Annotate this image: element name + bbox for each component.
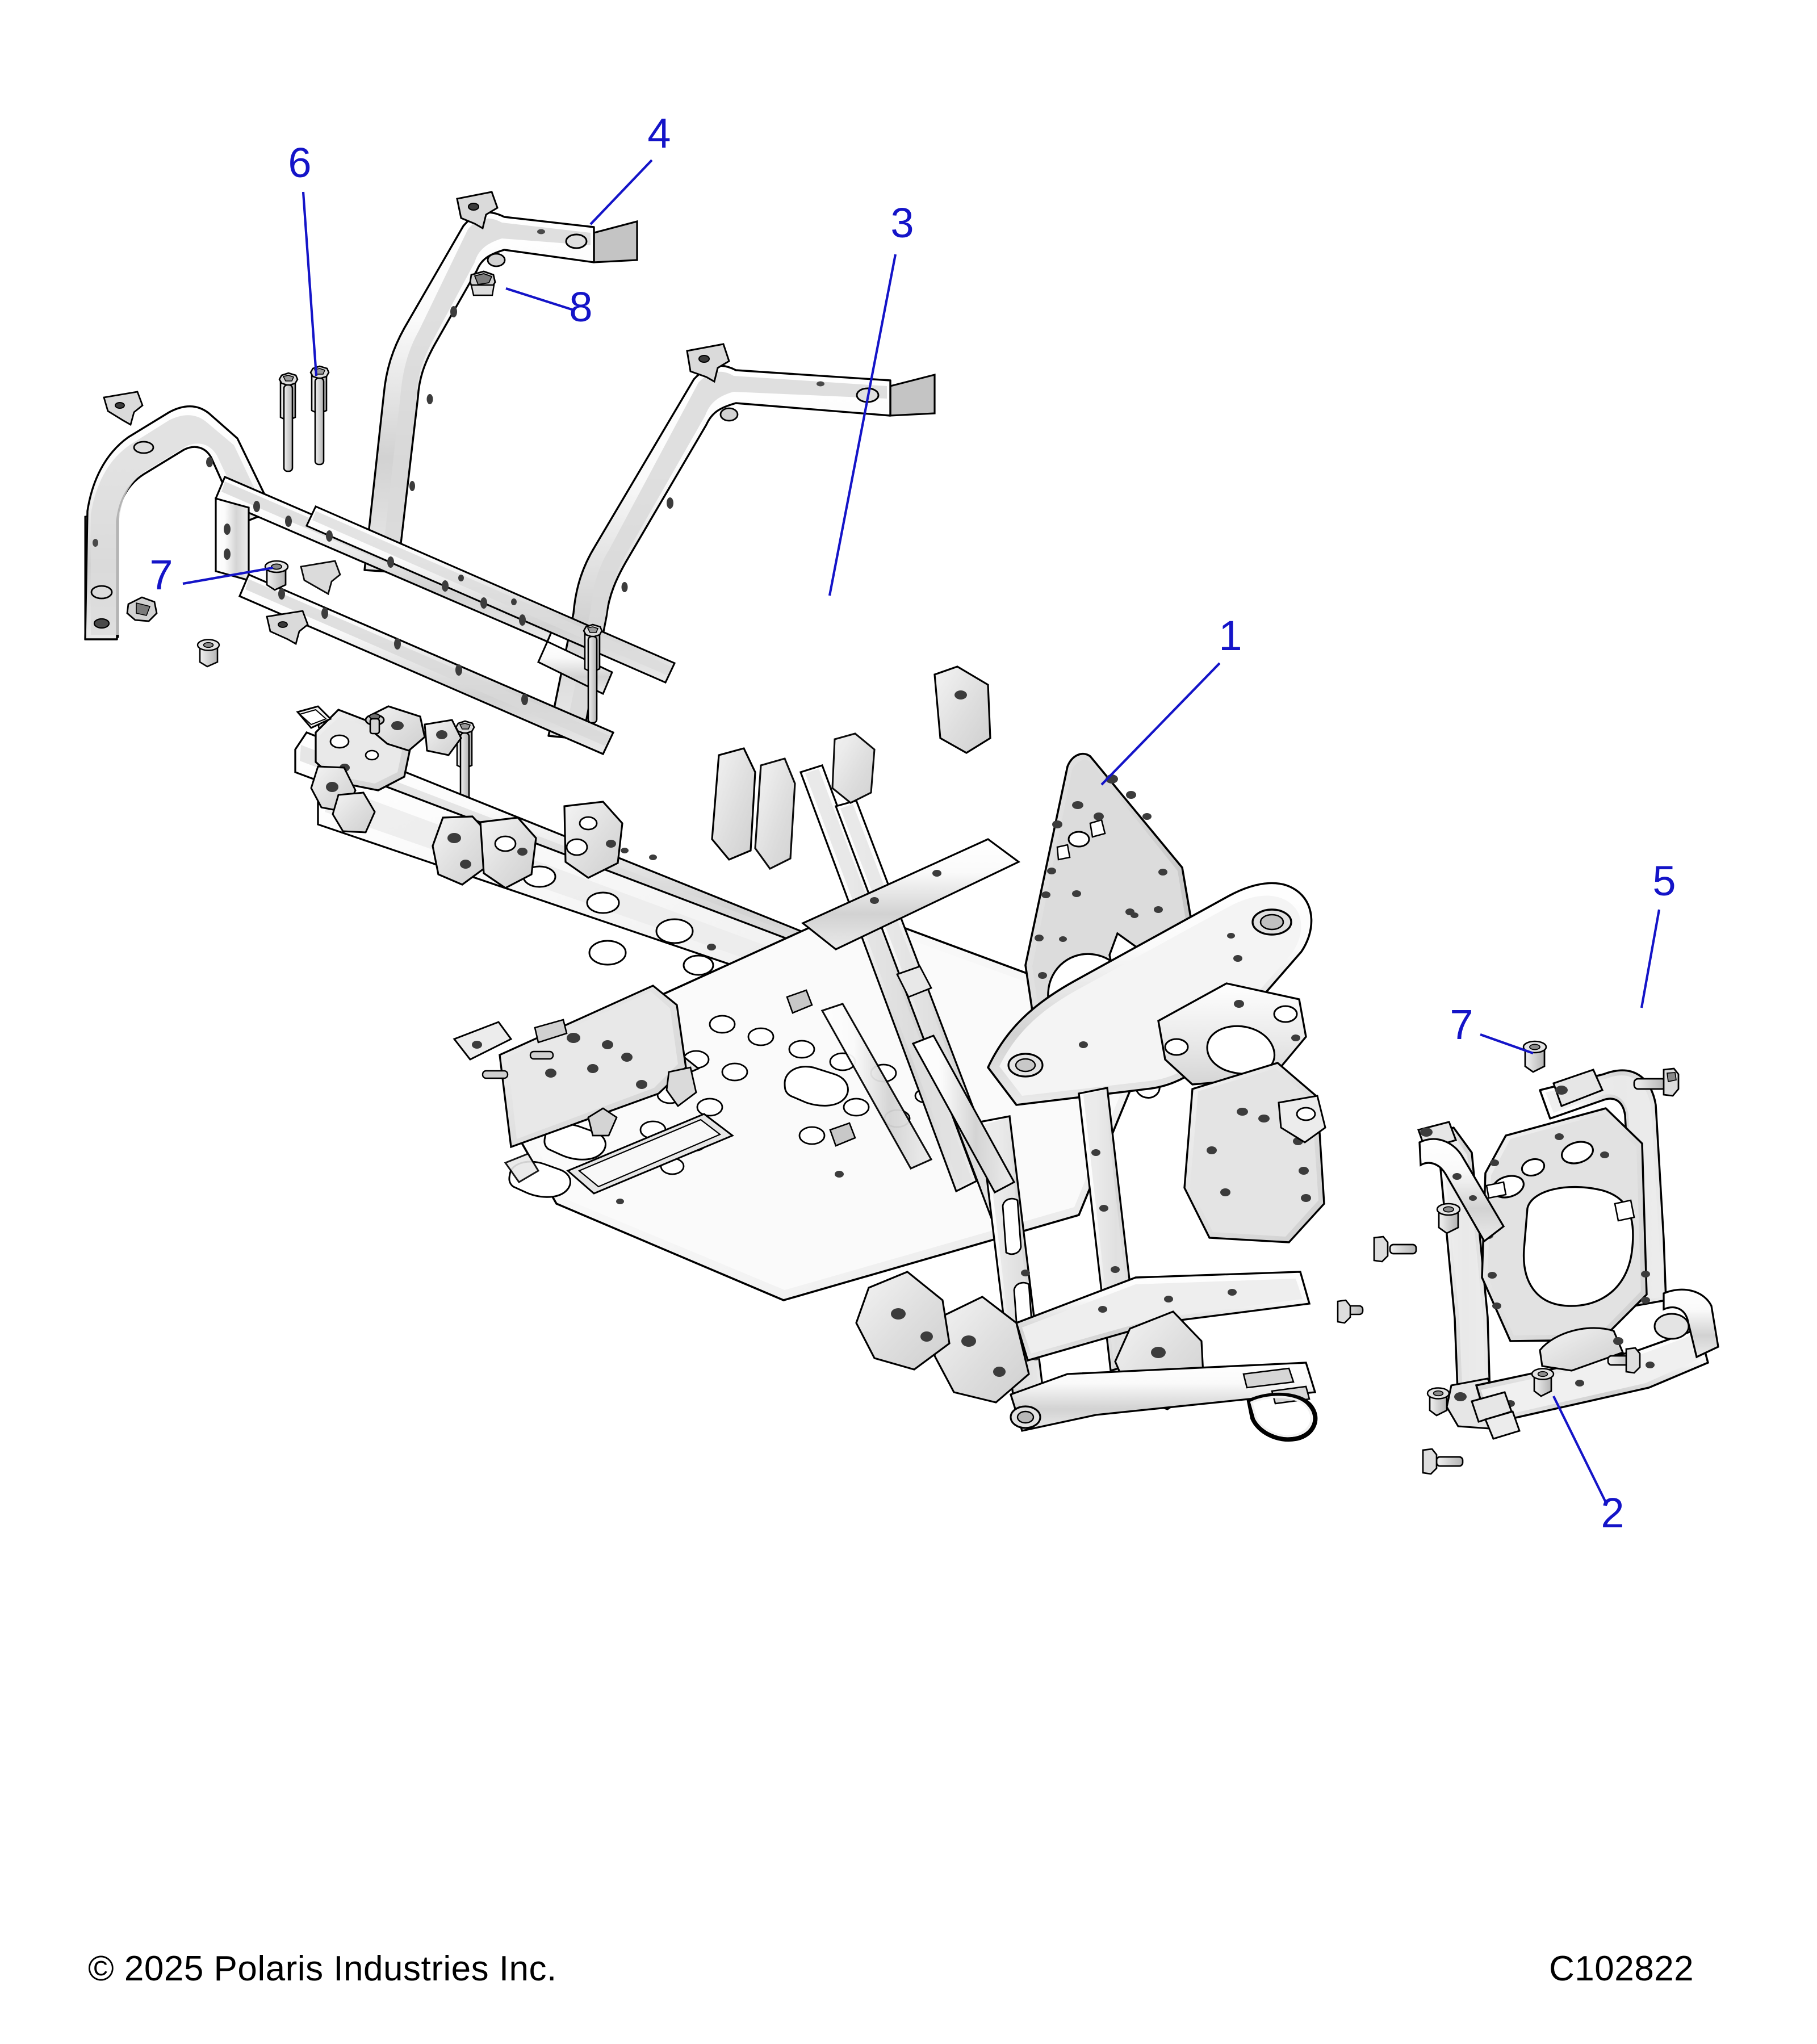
- flange-bolt-short: [1607, 1347, 1641, 1374]
- pivot-pin: [365, 713, 385, 735]
- callout-labels: 1 2 3 4 5 6 7 7 8: [149, 110, 1676, 1536]
- drawing-number: C102822: [1549, 1949, 1694, 1988]
- flange-lock-nut: [1436, 1203, 1461, 1234]
- flange-lock-nut: [264, 560, 289, 591]
- flange-bolt-short: [1373, 1235, 1417, 1263]
- callout-label-3: 3: [890, 199, 914, 246]
- leader-3: [828, 254, 897, 596]
- hex-flange-bolt: [309, 365, 330, 466]
- callout-label-7: 7: [149, 551, 173, 598]
- callout-layer: [182, 159, 1661, 1505]
- callout-label-1: 1: [1219, 612, 1242, 659]
- leader-8: [505, 287, 574, 312]
- flange-bolt-short: [1633, 1067, 1680, 1097]
- leader-4: [589, 159, 653, 225]
- clip-nut: [469, 270, 496, 296]
- flange-bolt-short: [1337, 1299, 1364, 1324]
- leader-7: [182, 566, 274, 585]
- leader-1: [1100, 662, 1221, 786]
- leader-2: [1552, 1396, 1608, 1505]
- hex-flange-bolt: [278, 372, 299, 472]
- part-front-rack-support: [1417, 1069, 1719, 1440]
- fasteners-right-group: [1337, 1040, 1680, 1475]
- flange-lock-nut: [196, 639, 220, 668]
- flange-lock-nut: [1522, 1040, 1547, 1073]
- callout-label-2: 2: [1601, 1489, 1624, 1536]
- callout-label-4: 4: [647, 110, 671, 157]
- rear-rack-bar-left: [84, 391, 274, 640]
- leader-5: [1640, 909, 1661, 1008]
- bolt-set-item6: [278, 365, 603, 724]
- callout-label-8: 8: [569, 283, 592, 330]
- callout-label-5: 5: [1652, 857, 1676, 904]
- copyright-notice: © 2025 Polaris Industries Inc.: [88, 1949, 557, 1988]
- flange-lock-nut: [1531, 1368, 1555, 1397]
- flange-bolt-short: [1422, 1448, 1464, 1475]
- part-rops-bar-right: [547, 343, 936, 740]
- callout-label-7b: 7: [1450, 1001, 1473, 1048]
- callout-label-6: 6: [288, 139, 311, 186]
- leader-7b: [1480, 1033, 1534, 1054]
- flange-lock-nut: [1426, 1387, 1450, 1417]
- part-main-frame: [294, 665, 1326, 1442]
- part-rops-bar-left: [363, 191, 638, 573]
- rear-rack-frame: [214, 475, 676, 756]
- leader-6: [302, 191, 318, 376]
- hex-flange-bolt: [583, 623, 603, 724]
